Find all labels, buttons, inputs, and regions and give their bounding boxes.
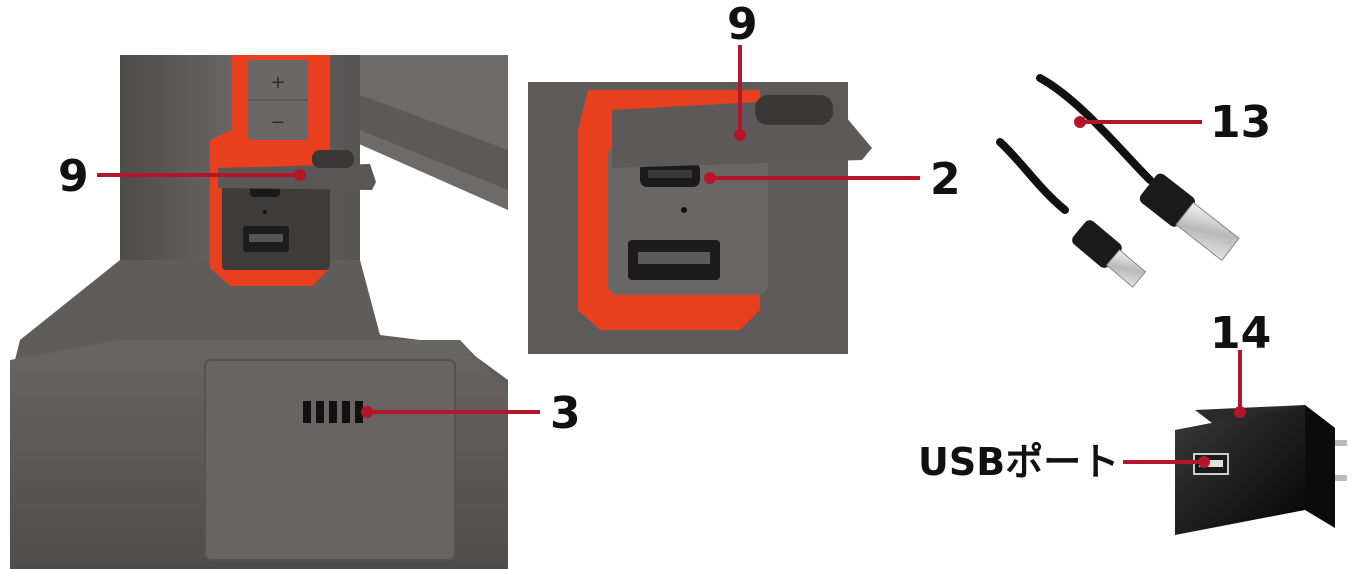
leader-dot [1074,116,1086,128]
vent-slot [342,401,350,423]
vent-slot [303,401,311,423]
vent-slot [329,401,337,423]
micro-usb-plug [1072,220,1147,288]
leader-dot [1198,456,1210,468]
charger-usb-tongue [1199,460,1223,467]
leader-dot [1234,406,1246,418]
charger-side [1305,405,1335,528]
closeup-micro-usb-tongue [648,170,692,178]
speaker-base-photo: + − [10,55,508,569]
callout-13: 13 [1210,97,1272,148]
charger-prong [1335,475,1347,481]
callout-9-left: 9 [58,151,89,202]
leader-lines [97,45,1242,464]
leader-dot [704,172,716,184]
volume-up-glyph: + [270,72,285,93]
leader-dot [294,169,306,181]
usb-cable [996,74,1240,288]
volume-down-glyph: − [270,112,285,133]
callout-14: 14 [1210,308,1272,359]
leader-dot [361,406,373,418]
mic-hole [263,210,267,214]
port-closeup-photo [528,82,872,354]
closeup-cover-hinge [755,95,833,125]
callout-9-top: 9 [727,0,758,50]
callout-3: 3 [550,388,581,439]
closeup-mic-hole [681,207,687,213]
vent-slot [355,401,363,423]
charger-prong [1335,440,1347,446]
usb-a-plug [1139,173,1240,262]
callout-usb-port: USBポート [918,440,1120,484]
vent-slot [316,401,324,423]
charger-front [1175,405,1305,535]
callout-2: 2 [930,154,961,205]
cover-hinge [312,150,354,168]
cable-wire-a [1036,74,1154,184]
upper-arm-shadow [360,95,508,190]
usb-charger [1175,405,1347,535]
usb-a-tongue [249,234,283,242]
leader-dots [294,116,1246,468]
leader-dot [734,129,746,141]
cable-wire-b [996,138,1069,214]
closeup-usb-a-tongue [638,252,710,264]
battery-door [204,359,456,561]
